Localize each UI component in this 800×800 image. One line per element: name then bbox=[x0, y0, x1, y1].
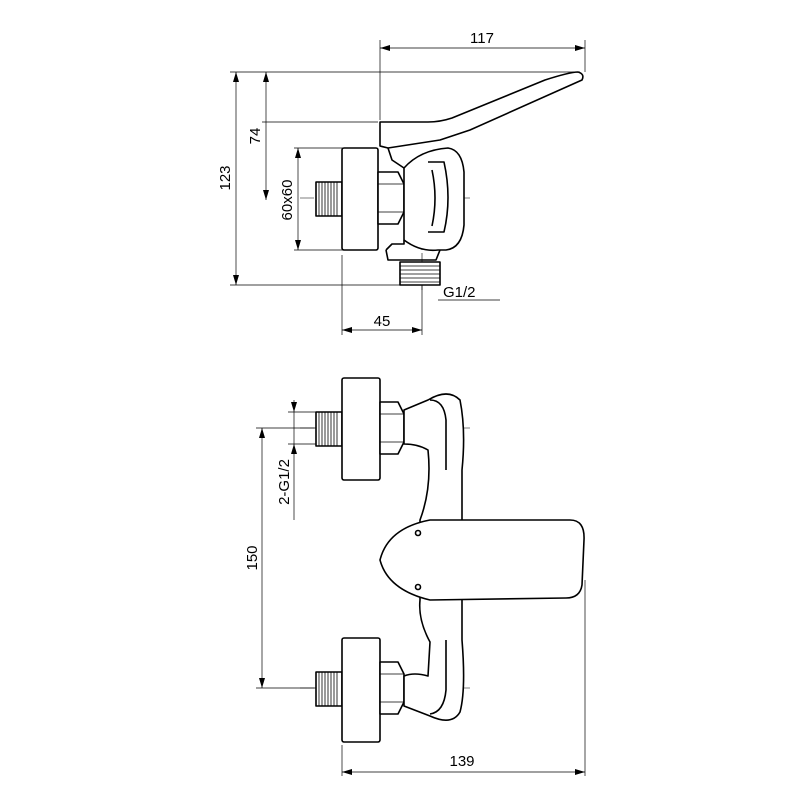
side-hex-nut bbox=[377, 171, 405, 225]
side-dim-lever-height: 74 bbox=[247, 128, 264, 145]
side-dim-total-height: 123 bbox=[217, 165, 234, 190]
handle-screw-top bbox=[414, 529, 422, 537]
front-view: 2-G1/2 150 139 bbox=[244, 377, 586, 776]
side-outlet-thread-label: G1/2 bbox=[443, 284, 476, 301]
front-lever-handle bbox=[379, 519, 585, 601]
front-top-inlet bbox=[315, 377, 405, 481]
handle-screw-bottom bbox=[414, 583, 422, 591]
side-outlet-thread bbox=[399, 261, 441, 286]
side-dim-length: 117 bbox=[470, 30, 494, 47]
front-bottom-inlet bbox=[315, 637, 405, 743]
side-lever-handle bbox=[379, 71, 584, 169]
side-dimension-lines bbox=[235, 47, 585, 331]
side-valve-body bbox=[385, 147, 465, 261]
side-dim-depth: 45 bbox=[374, 313, 391, 330]
front-dimension-lines bbox=[261, 400, 585, 773]
front-arrowheads bbox=[259, 402, 585, 775]
side-view: 117 123 74 60x60 45 G1/2 bbox=[217, 30, 586, 335]
side-wall-flange bbox=[341, 147, 379, 251]
side-inlet-thread bbox=[315, 181, 343, 217]
side-arrowheads bbox=[233, 45, 585, 333]
front-dim-centers: 150 bbox=[244, 545, 261, 570]
side-extension-lines bbox=[230, 40, 586, 335]
front-inlet-thread-label: 2-G1/2 bbox=[276, 459, 293, 505]
side-dim-body: 60x60 bbox=[279, 180, 296, 221]
front-dim-width: 139 bbox=[449, 753, 474, 770]
